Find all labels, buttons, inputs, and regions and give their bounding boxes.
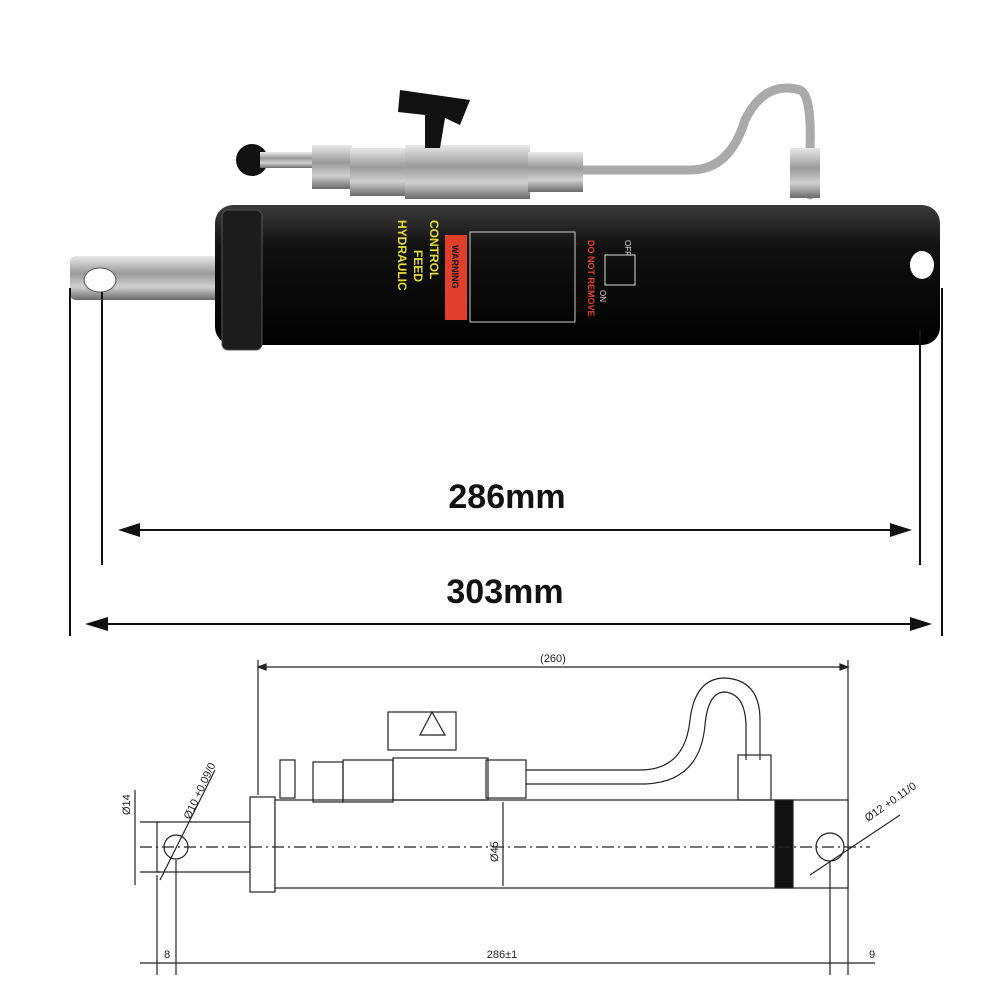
drawing-band — [774, 799, 794, 889]
photo-dimensions — [69, 288, 943, 636]
technical-drawing — [134, 660, 901, 975]
drawing-body — [274, 799, 849, 889]
drawing-left-hole-dia: Ø10 +0.09/0 — [182, 761, 219, 821]
rod-eye-hole — [83, 267, 117, 293]
drawing-center-length: 286±1 — [487, 949, 518, 961]
label-line-2: FEED — [411, 250, 425, 282]
body-eye-hole — [910, 251, 934, 279]
cylinder-body — [215, 205, 940, 345]
label-line-1: CONTROL — [427, 220, 441, 279]
feed-pipe — [575, 83, 815, 200]
warning-body — [469, 231, 576, 323]
pipe-fitting — [790, 148, 820, 198]
valve-assembly — [236, 90, 583, 199]
on-text: ON — [598, 290, 607, 302]
drawing-left-offset: 8 — [164, 949, 170, 961]
overall-length-label: 303mm — [446, 573, 563, 611]
warning-text: WARNING — [450, 245, 460, 289]
valve-handle — [398, 90, 470, 148]
inner-length-label: 286mm — [448, 478, 565, 516]
drawing-body-dia: Ø45 — [489, 841, 501, 862]
warning-box — [445, 235, 467, 320]
label-line-3: HYDRAULIC — [395, 220, 409, 291]
drawing-rod-dia: Ø14 — [121, 794, 133, 815]
do-not-remove-text: DO NOT REMOVE — [586, 240, 596, 317]
valve-diagram-icon — [604, 254, 636, 286]
cylinder-photo: CONTROL FEED HYDRAULIC WARNING DO NOT RE… — [70, 83, 940, 351]
drawing-flange — [249, 796, 276, 893]
end-cap — [221, 209, 263, 351]
body-label: CONTROL FEED HYDRAULIC — [395, 220, 441, 291]
drawing-right-hole-dia: Ø12 +0.11/0 — [863, 780, 919, 824]
drawing-top-dim: (260) — [540, 653, 566, 665]
off-text: OFF — [623, 240, 632, 256]
drawing-right-offset: 9 — [869, 949, 875, 961]
